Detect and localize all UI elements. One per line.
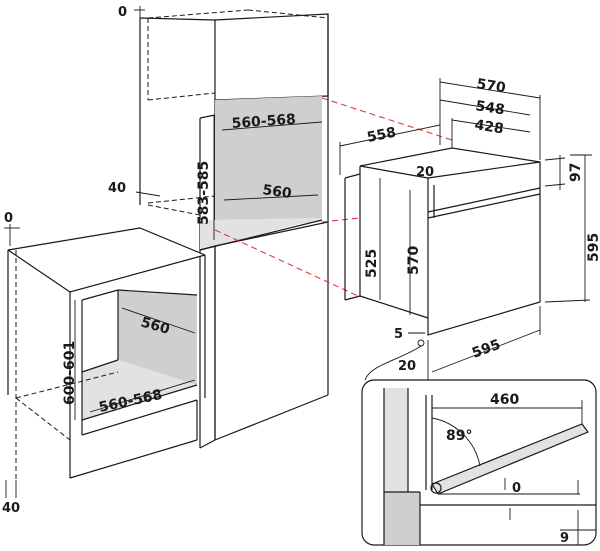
oven-front-width-label: 595 <box>470 337 503 362</box>
alignment-lines <box>214 97 453 297</box>
base-top-gap-label: 0 <box>4 211 13 226</box>
tall-depth-offset-dimension: 40 <box>108 181 161 197</box>
base-depth-offset-label: 40 <box>2 501 20 516</box>
oven-front-height-label: 570 <box>406 246 422 275</box>
oven-total-height-label: 595 <box>586 233 600 262</box>
base-opening-height-label: 600-601 <box>62 341 78 405</box>
zero-gap-label: 0 <box>512 481 521 496</box>
tall-opening-depth-label: 560-568 <box>231 112 296 132</box>
oven <box>344 147 541 336</box>
base-cabinet <box>7 227 206 480</box>
door-angle-label: 89° <box>446 428 472 444</box>
tall-opening-height-label: 583-585 <box>196 161 212 225</box>
base-depth-offset-dimension: 40 <box>2 480 20 516</box>
tall-opening-dimensions: 560-568 560 583-585 <box>196 112 323 240</box>
oven-top-offset-label: 97 <box>568 163 584 182</box>
door-clearance-label: 460 <box>490 392 519 408</box>
oven-body-height-label: 525 <box>364 249 380 278</box>
tall-top-gap-dimension: 0 <box>118 5 145 24</box>
oven-height-dimensions: 525 570 <box>364 178 422 315</box>
base-opening-width-label: 560 <box>139 314 172 338</box>
oven-depth-dimensions: 570 548 428 558 <box>339 76 541 175</box>
oven-bottom-gap-label: 5 <box>394 327 403 342</box>
oven-side-depth-label: 558 <box>366 125 398 146</box>
oven-depth-570-label: 570 <box>475 76 507 96</box>
tall-depth-offset-label: 40 <box>108 181 126 196</box>
tall-top-gap-label: 0 <box>118 5 127 20</box>
tall-opening-width-label: 560 <box>261 182 292 202</box>
oven-front-gap-label: 20 <box>398 359 416 374</box>
oven-depth-428-label: 428 <box>473 117 504 137</box>
base-top-gap-dimension: 0 <box>4 211 20 246</box>
oven-front-dimensions: 20 97 595 <box>416 154 600 303</box>
bottom-gap-label: 9 <box>560 531 569 546</box>
oven-depth-548-label: 548 <box>474 98 505 118</box>
oven-front-thickness-label: 20 <box>416 165 434 180</box>
door-detail: 460 89° 0 9 <box>361 379 597 546</box>
